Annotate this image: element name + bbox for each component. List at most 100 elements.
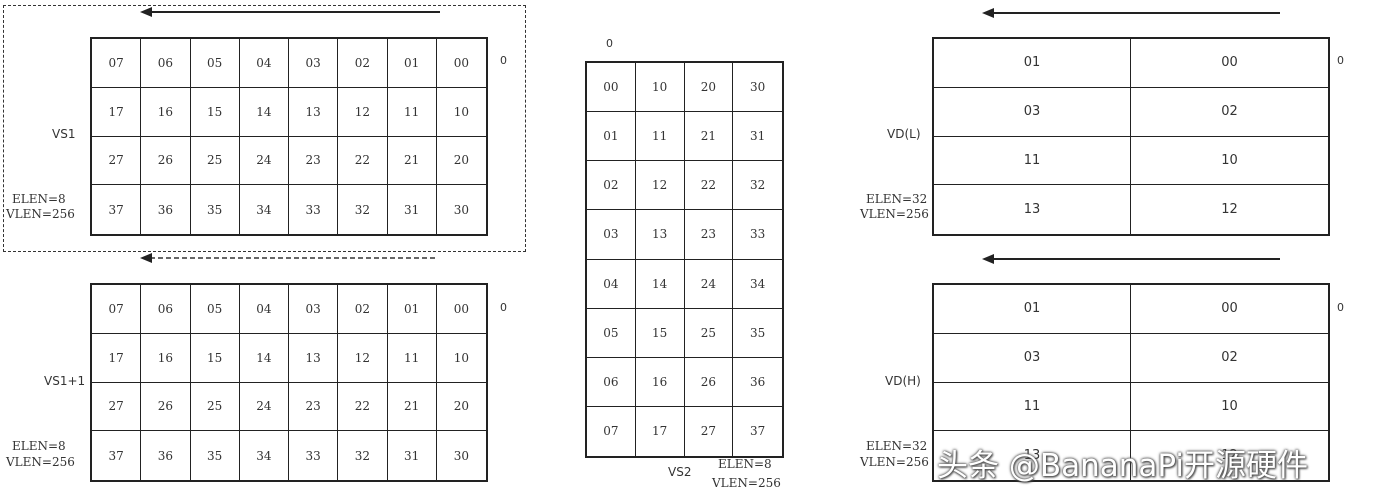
vs1-cell: 21 [387, 136, 437, 186]
vs1-highlight-box [3, 5, 526, 252]
vs1p1-label: VS1+1 [44, 374, 86, 388]
vs1p1-cell: 11 [387, 333, 437, 383]
vdl-elen: ELEN=32 [866, 192, 928, 206]
vdl-cell: 12 [1221, 202, 1238, 218]
vs1-cell: 11 [387, 87, 437, 137]
vs2-cell: 36 [733, 358, 782, 407]
vdh-cell: 00 [1131, 285, 1328, 334]
vs2-cell: 10 [635, 63, 685, 113]
vs2-cell: 24 [684, 259, 734, 309]
vs2-vlen: VLEN=256 [712, 476, 781, 490]
vs1-cell: 36 [141, 185, 191, 234]
vs2-cell: 11 [635, 112, 685, 162]
vs1-cell: 23 [289, 136, 339, 186]
arrow-vs1 [140, 7, 440, 17]
vdh-cell: 10 [1131, 383, 1328, 432]
vs2-zero: 0 [606, 37, 613, 50]
vs1-cell: 10 [436, 88, 486, 137]
vs2-cell: 32 [733, 161, 782, 211]
vs2-cell: 20 [684, 63, 734, 113]
vdh-vlen: VLEN=256 [860, 455, 929, 469]
vs1p1-zero: 0 [500, 301, 507, 314]
vs2-cell: 26 [684, 357, 734, 407]
vs1-cell: 07 [92, 39, 142, 88]
vs1p1-elen: ELEN=8 [12, 439, 66, 453]
vs2-cell: 21 [684, 112, 734, 162]
vs1p1-cell: 02 [338, 285, 388, 334]
vdh-cell: 01 [934, 285, 1131, 334]
vs1-cell: 27 [92, 136, 142, 186]
vs2-cell: 13 [635, 210, 685, 260]
vs1-elen: ELEN=8 [12, 192, 66, 206]
vs2-cell: 03 [587, 210, 636, 260]
vdl-label: VD(L) [887, 127, 921, 141]
vs1-cell: 04 [239, 39, 289, 88]
vs1-cell: 02 [338, 39, 388, 88]
vs1-cell: 14 [239, 87, 289, 137]
vs1p1-cell: 15 [190, 333, 240, 383]
vs1-cell: 15 [190, 87, 240, 137]
vdh-cell: 03 [934, 333, 1131, 383]
vs2-cell: 15 [635, 308, 685, 358]
vs1-cell: 37 [92, 185, 142, 234]
vs1-cell: 17 [92, 87, 142, 137]
vs1p1-cell: 31 [388, 431, 437, 480]
vdh-cell: 11 [934, 382, 1131, 432]
vs1p1-cell: 27 [92, 382, 142, 432]
vs1p1-cell: 34 [240, 431, 289, 480]
vs2-cell: 07 [587, 406, 636, 456]
vs2-cell: 02 [587, 161, 636, 211]
vs2-cell: 16 [635, 357, 685, 407]
vs1p1-cell: 01 [387, 285, 437, 334]
vs1-cell: 26 [141, 136, 191, 186]
vs1-cell: 22 [338, 136, 388, 186]
vs1-cell: 30 [453, 202, 470, 217]
vs1-cell: 32 [338, 185, 388, 234]
vs1p1-cell: 12 [338, 333, 388, 383]
vdh-zero: 0 [1337, 301, 1344, 314]
vs2-cell: 22 [684, 161, 734, 211]
vs2-cell: 27 [685, 406, 734, 456]
vs1p1-cell: 04 [239, 285, 289, 334]
vs1-cell: 33 [289, 185, 339, 234]
vs1-cell: 06 [141, 39, 191, 88]
vs1p1-cell: 22 [338, 382, 388, 432]
vs2-cell: 06 [587, 357, 636, 407]
vdl-cell: 10 [1131, 137, 1328, 186]
arrow-vdl [982, 8, 1280, 18]
vs1p1-cell: 32 [338, 431, 388, 480]
arrow-vdh [982, 254, 1280, 264]
vdl-cell: 01 [934, 39, 1131, 88]
vs1p1-cell: 17 [92, 333, 142, 383]
vs2-cell: 33 [733, 210, 782, 260]
vs1-cell: 24 [239, 136, 289, 186]
vs2-cell: 25 [684, 308, 734, 358]
vs1p1-cell: 10 [436, 334, 486, 383]
vs2-cell: 35 [733, 309, 782, 358]
vs2-cell: 12 [635, 161, 685, 211]
vs1p1-cell: 14 [239, 333, 289, 383]
vs1-cell: 20 [436, 137, 486, 186]
vs1p1-cell: 25 [190, 382, 240, 432]
vdl-cell: 11 [934, 136, 1131, 186]
vdl-cell: 03 [934, 87, 1131, 137]
vs1p1-cell: 26 [141, 382, 191, 432]
vs1-cell: 31 [388, 185, 437, 234]
vs2-cell: 34 [733, 260, 782, 309]
vs1p1-cell: 00 [436, 285, 486, 334]
vs1-cell: 03 [289, 39, 339, 88]
vs1-cell: 13 [289, 87, 339, 137]
vdl-vlen: VLEN=256 [860, 207, 929, 221]
vs2-cell: 30 [733, 63, 782, 113]
vs2-cell: 00 [587, 63, 636, 113]
vs2-elen: ELEN=8 [718, 457, 772, 471]
vs1-cell: 05 [190, 39, 240, 88]
vdl-cell: 13 [934, 185, 1131, 234]
vs1p1-cell: 35 [191, 431, 240, 480]
vs1p1-cell: 03 [289, 285, 339, 334]
